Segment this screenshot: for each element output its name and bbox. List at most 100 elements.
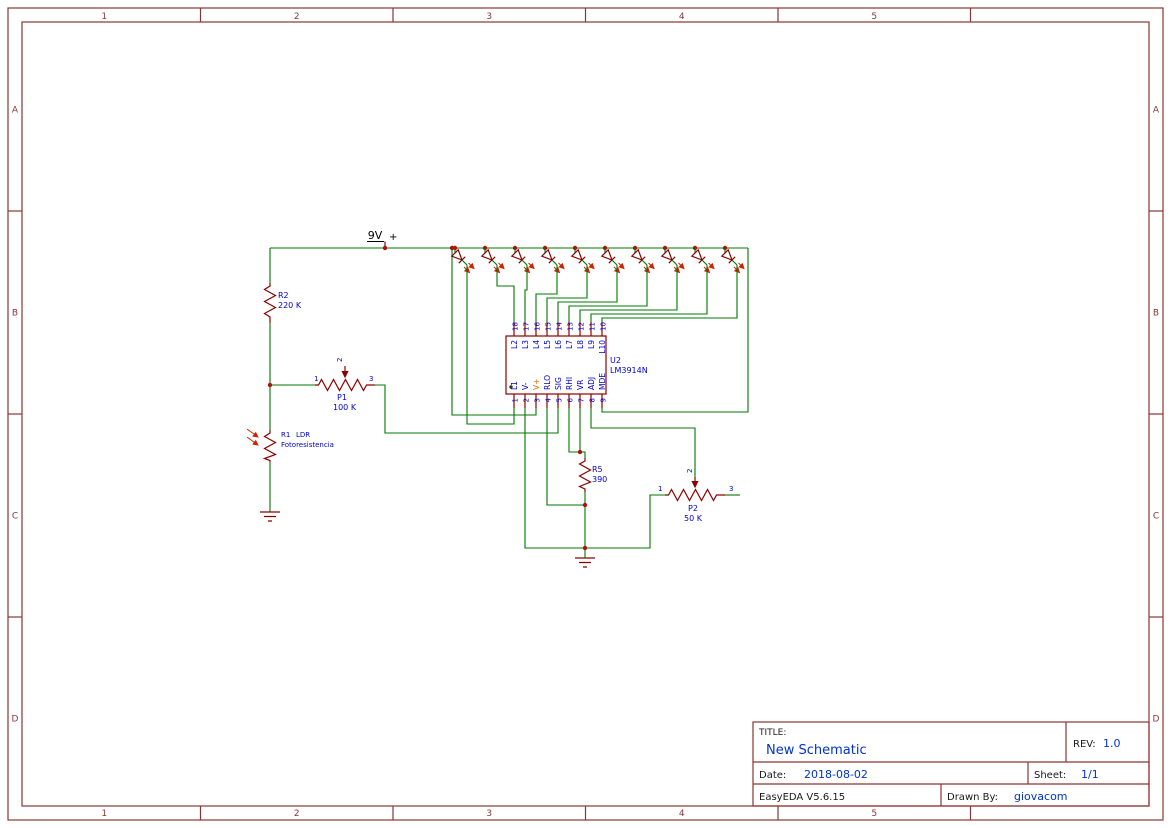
led-6[interactable]: [557, 245, 625, 322]
led-routing-wire: [535, 265, 558, 322]
led-cathode-wire: [701, 259, 708, 266]
u2-top-pin-name: L4: [532, 340, 541, 349]
p2-pin1-label: 1: [658, 485, 662, 493]
u2-bottom-pin-number: 9: [600, 398, 608, 402]
p1-value: 100 K: [333, 403, 357, 412]
led-triangle: [630, 248, 644, 262]
led-2[interactable]: [480, 245, 515, 322]
u2-top-pin-name: L2: [510, 340, 519, 349]
u2-body: [505, 335, 607, 395]
mode-wire: [601, 248, 749, 413]
p2-ref: P2: [688, 504, 698, 513]
u2-bottom-pin-name: V+: [532, 379, 541, 390]
u2-bottom-pin-number: 8: [589, 398, 597, 402]
led-triangle: [660, 248, 674, 262]
led-triangle: [690, 248, 704, 262]
grid-column-label: 5: [871, 12, 877, 22]
ground-symbol[interactable]: [575, 557, 595, 568]
led-1[interactable]: [450, 245, 515, 425]
led-4[interactable]: [535, 245, 565, 322]
power-net-label: 9V: [368, 229, 383, 242]
r2-body: [263, 283, 277, 323]
resistor-r2[interactable]: R2 220 K: [263, 283, 302, 323]
power-flag-9v[interactable]: 9V +: [367, 229, 397, 248]
led-routing-wire: [496, 265, 515, 322]
ic-u2[interactable]: 18L217L316L415L514L613L712L811L910L101L1…: [505, 322, 648, 408]
potentiometer-p1[interactable]: 1 3 2 P1 100 K: [314, 358, 375, 412]
sheet-value[interactable]: 1/1: [1081, 768, 1099, 781]
sheet-title[interactable]: New Schematic: [766, 743, 867, 758]
grid-row-label: A: [1153, 106, 1160, 116]
led-9[interactable]: [590, 245, 715, 322]
u2-bottom-pin-number: 1: [512, 398, 520, 402]
u2-top-pin-name: L7: [565, 340, 574, 349]
grid-row-label: B: [1153, 309, 1159, 319]
led-bar-array: [450, 245, 745, 425]
junction-dot: [382, 245, 388, 251]
photoresistor-r1[interactable]: R1 LDR Fotoresistencia: [246, 428, 334, 462]
led-emission-arrow: [558, 262, 565, 270]
u2-top-pin-number: 12: [578, 322, 586, 331]
p2-ground-wire: [585, 494, 665, 549]
u2-top-pin-number: 14: [556, 322, 564, 331]
led-triangle: [540, 248, 554, 262]
u2-top-pin-number: 17: [523, 322, 531, 331]
junction-dot: [577, 449, 583, 455]
led-triangle: [510, 248, 524, 262]
p1-ref: P1: [337, 393, 347, 402]
grid-column-label: 3: [486, 809, 492, 819]
u2-top-pin-number: 16: [534, 322, 542, 331]
led-triangle: [570, 248, 584, 262]
led-routing-wire: [524, 265, 528, 322]
resistor-r5[interactable]: R5 390: [577, 458, 608, 492]
potentiometer-p2[interactable]: 1 3 2 P2 50 K: [658, 469, 733, 523]
adj-wire: [590, 408, 696, 477]
led-3[interactable]: [510, 245, 535, 322]
rev-value[interactable]: 1.0: [1103, 737, 1121, 750]
drawn-by-value[interactable]: giovacom: [1014, 790, 1068, 803]
led-emission-arrow: [738, 262, 745, 270]
u2-top-pin-name: L6: [554, 340, 563, 349]
u2-ref: U2: [610, 356, 621, 365]
led-cathode-wire: [551, 259, 558, 266]
r1-ref: R1: [281, 431, 290, 439]
led-emission-arrow: [528, 262, 535, 270]
wires: [269, 247, 749, 558]
led-routing-wire: [579, 265, 678, 322]
u2-bottom-pin-name: ADJ: [587, 377, 596, 390]
ground-bars: [260, 511, 280, 522]
led-emission-arrow: [678, 262, 685, 270]
led-8[interactable]: [579, 245, 685, 322]
junction-dots: [267, 245, 588, 551]
led-routing-wire: [546, 265, 588, 322]
p2-pin2-label: 2: [686, 469, 694, 473]
led-7[interactable]: [568, 245, 655, 322]
rlo-wire: [546, 408, 585, 506]
led-10[interactable]: [601, 245, 745, 322]
u2-top-pin-name: L9: [587, 340, 596, 349]
power-plus-label: +: [389, 232, 397, 243]
grid-column-label: 5: [871, 809, 877, 819]
ground-symbol[interactable]: [260, 511, 280, 522]
led-cathode-wire: [521, 259, 528, 266]
p2-body: [665, 488, 725, 502]
led-triangle: [720, 248, 734, 262]
r5-ref: R5: [592, 465, 603, 474]
led-5[interactable]: [546, 245, 595, 322]
led-cathode-wire: [671, 259, 678, 266]
date-value[interactable]: 2018-08-02: [804, 768, 868, 781]
u2-top-pin-name: L5: [543, 340, 552, 349]
led-emission-arrow: [708, 262, 715, 270]
led-routing-wire: [568, 265, 648, 322]
title-block[interactable]: TITLE: New Schematic REV: 1.0 Date: 2018…: [752, 721, 1150, 807]
vminus-wire: [524, 408, 585, 549]
grid-column-label: 3: [486, 12, 492, 22]
p1-pin2-label: 2: [336, 358, 344, 362]
led-routing-wire: [557, 265, 618, 322]
r1-description: Fotoresistencia: [281, 441, 334, 449]
u2-bottom-pin-number: 5: [556, 398, 564, 402]
u2-bottom-pin-name: RHI: [565, 377, 574, 390]
